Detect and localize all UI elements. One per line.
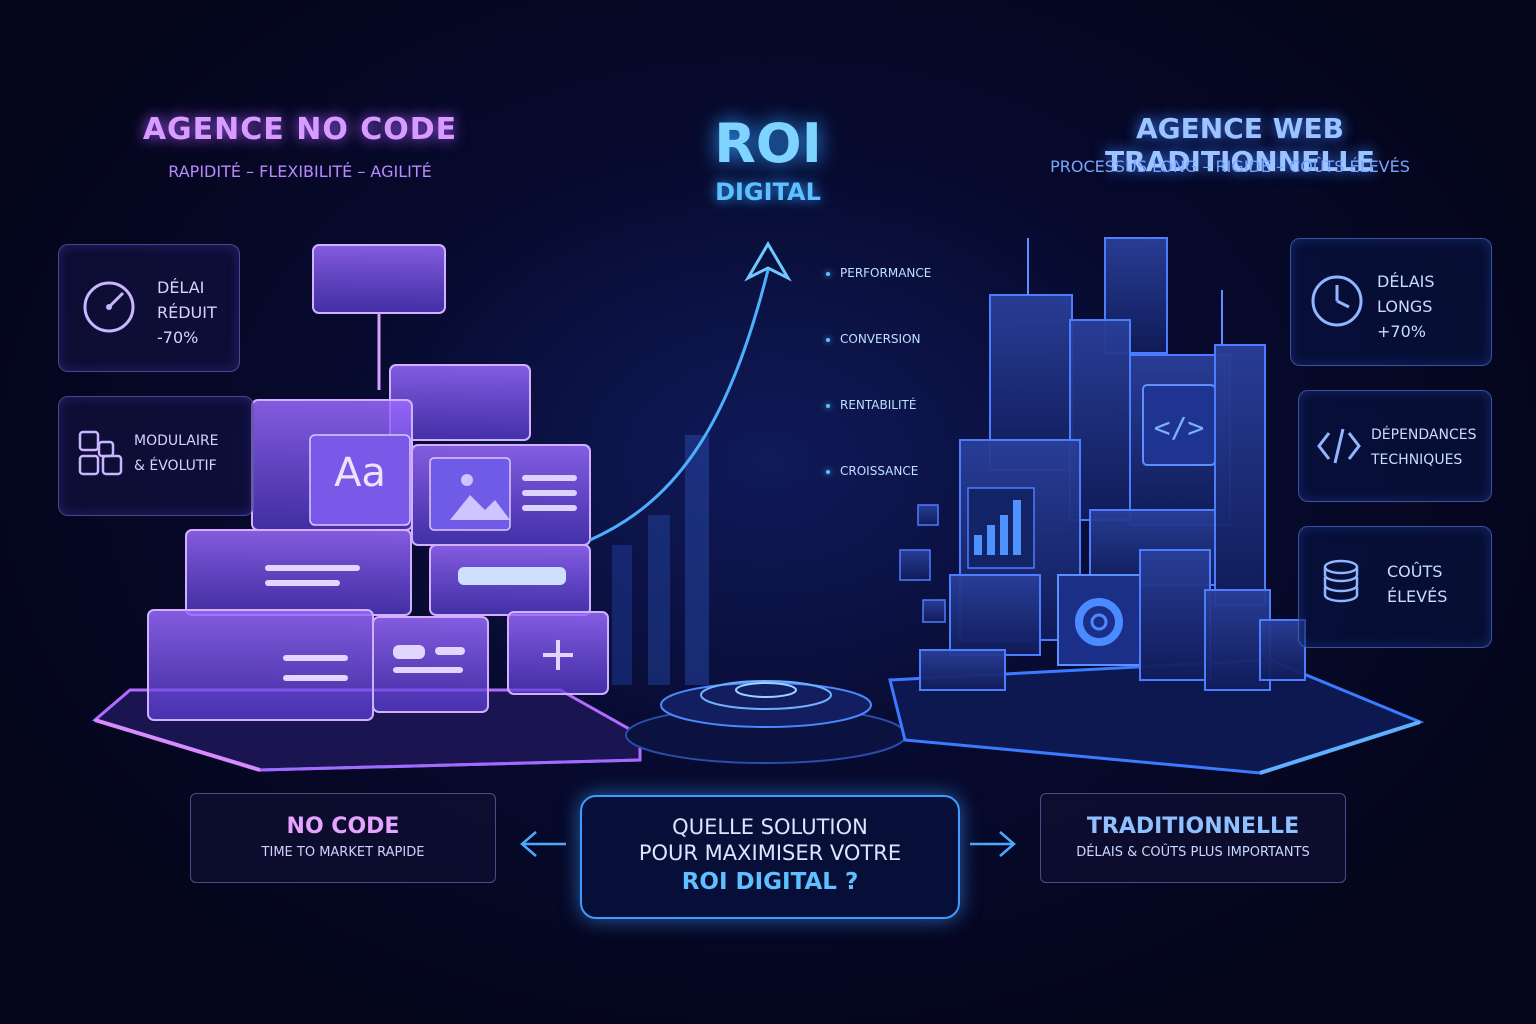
summary-sub: Délais & coûts plus importants (1076, 845, 1310, 860)
right-arrow-icon (970, 831, 1016, 857)
arrow-head (744, 241, 792, 282)
metric-label: Croissance (840, 464, 919, 478)
left-arrow-icon (520, 831, 566, 857)
roi-title: ROI (714, 112, 822, 175)
nocode-blocks (147, 244, 609, 721)
question-line: pour maximiser votre (638, 841, 902, 865)
summary-title: No Code (286, 814, 400, 839)
growth-bars (612, 435, 709, 685)
card-delais-longs: Délais Longs +70% (1290, 238, 1492, 366)
card-delai-reduit: Délai Réduit -70% (58, 244, 240, 372)
growth-curve (589, 269, 770, 542)
bullet-icon (826, 272, 830, 276)
card-couts: Coûts Élevés (1298, 526, 1492, 648)
left-title: Agence No Code (142, 112, 458, 147)
question-box: Quelle solution pour maximiser votre ROI… (580, 795, 960, 919)
card-line: Réduit (157, 303, 217, 322)
metric-item: Performance (826, 266, 976, 332)
card-line: Coûts (1387, 562, 1443, 581)
svg-text:</>: </> (1154, 411, 1205, 444)
card-line: Dépendances (1371, 427, 1477, 443)
roi-subtitle: Digital (715, 178, 821, 206)
card-dependances: Dépendances Techniques (1298, 390, 1492, 502)
clock-icon (1311, 275, 1363, 327)
metric-list: Performance Conversion Rentabilité Crois… (826, 266, 976, 530)
card-modulaire: Modulaire & Évolutif (58, 396, 254, 516)
card-line: & Évolutif (134, 458, 217, 474)
metric-label: Conversion (840, 332, 921, 346)
card-line: Élevés (1387, 587, 1448, 606)
speedometer-icon (83, 281, 135, 333)
question-line: Quelle solution (672, 815, 868, 839)
right-title: Agence Web Traditionnelle (1104, 112, 1376, 178)
metric-label: Performance (840, 266, 932, 280)
card-line: Délais (1377, 272, 1435, 291)
left-subtitle: Rapidité – Flexibilité – Agilité (168, 162, 432, 181)
pedestal (625, 680, 907, 764)
summary-sub: Time to market rapide (261, 845, 425, 860)
traditionnelle-summary: Traditionnelle Délais & coûts plus impor… (1040, 793, 1346, 883)
metric-label: Rentabilité (840, 398, 917, 412)
card-line: Délai (157, 278, 205, 297)
bullet-icon (826, 404, 830, 408)
code-icon (1317, 428, 1361, 464)
summary-title: Traditionnelle (1086, 814, 1300, 839)
card-line: Longs (1377, 297, 1433, 316)
metric-item: Croissance (826, 464, 976, 530)
card-line: Techniques (1371, 452, 1463, 468)
question-highlight: ROI Digital ? (681, 869, 859, 895)
top-block (312, 244, 446, 314)
metric-item: Rentabilité (826, 398, 976, 464)
right-subtitle: Processus long – Rigide – Coûts élevés (1050, 157, 1410, 176)
modules-icon (78, 430, 123, 476)
coins-icon (1323, 559, 1359, 603)
metric-item: Conversion (826, 332, 976, 398)
card-value: +70% (1377, 322, 1426, 341)
bullet-icon (826, 470, 830, 474)
card-value: -70% (157, 328, 199, 347)
text-block-glyph: Aa (334, 450, 386, 496)
server-towers: </> (899, 237, 1306, 691)
bullet-icon (826, 338, 830, 342)
card-line: Modulaire (134, 433, 219, 449)
nocode-summary: No Code Time to market rapide (190, 793, 496, 883)
